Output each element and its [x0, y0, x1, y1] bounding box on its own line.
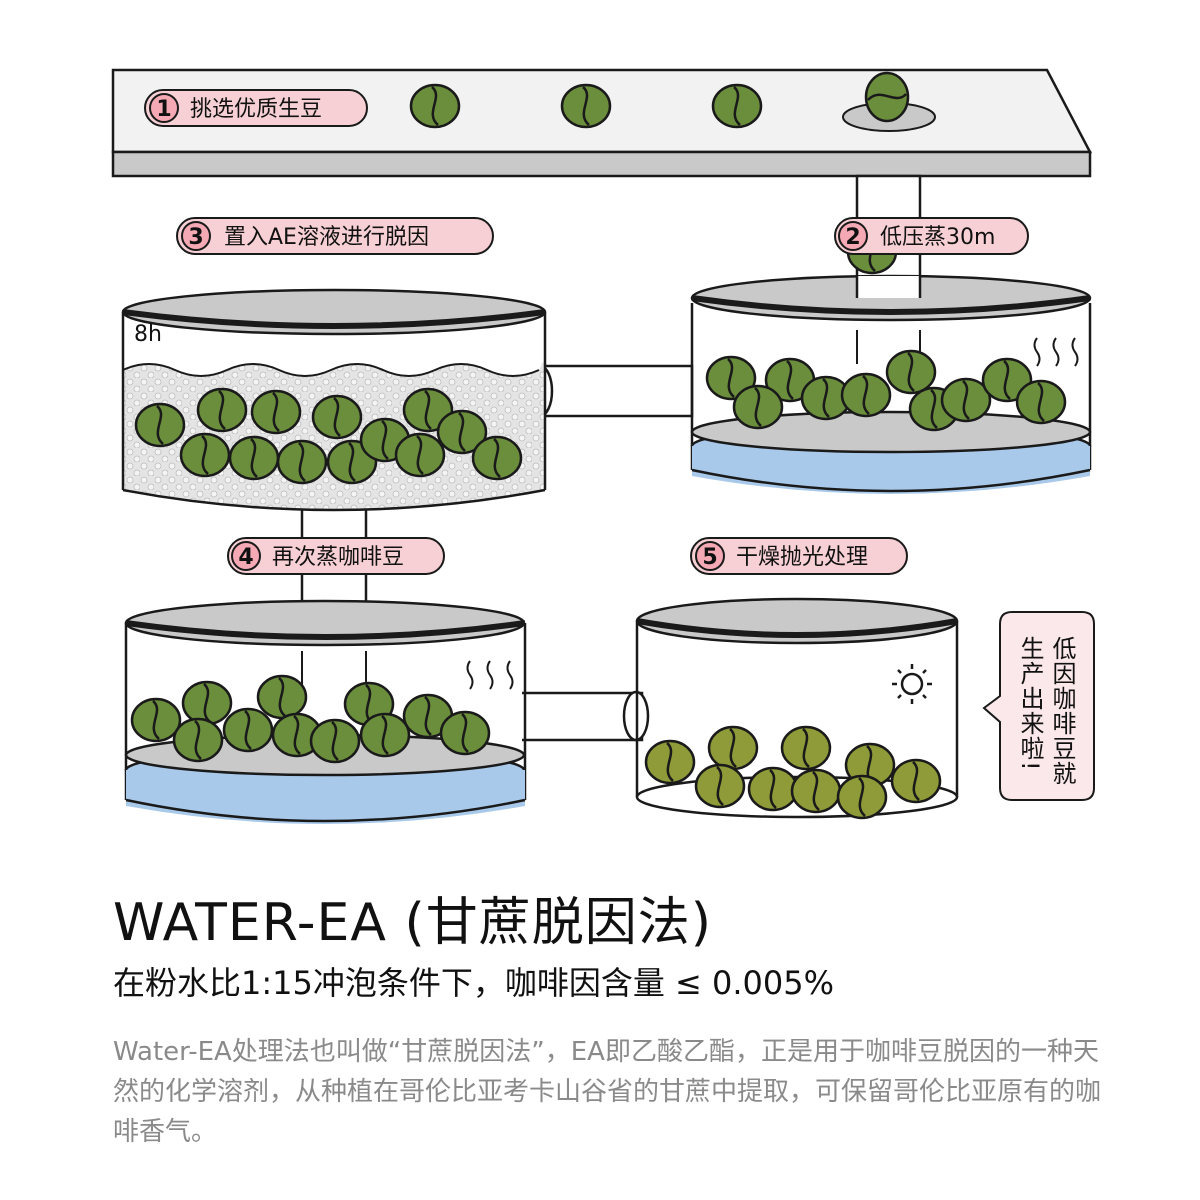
coffee-bean-icon — [864, 71, 910, 123]
step-label: 挑选优质生豆 — [190, 97, 322, 122]
step-number: 2 — [845, 225, 860, 250]
step-number: 5 — [702, 545, 717, 570]
coffee-bean-icon — [780, 725, 832, 771]
step-label: 置入AE溶液进行脱因 — [224, 225, 429, 250]
sun-icon — [892, 664, 932, 704]
coffee-bean-icon — [885, 349, 937, 395]
step-badge-2: 2 低压蒸30m — [834, 217, 1029, 255]
step-label: 低压蒸30m — [880, 225, 995, 250]
coffee-bean-icon — [471, 435, 523, 481]
steam-icon — [466, 660, 514, 690]
step-number: 1 — [156, 97, 171, 122]
step-badge-3: 3 置入AE溶液进行脱因 — [176, 217, 494, 255]
coffee-bean-icon — [644, 739, 696, 785]
step-badge-4: 4 再次蒸咖啡豆 — [227, 537, 445, 575]
coffee-bean-icon — [359, 712, 411, 758]
page-title: WATER-EA (甘蔗脱因法) — [113, 893, 713, 953]
coffee-bean-icon — [711, 83, 763, 129]
coffee-bean-icon — [707, 725, 759, 771]
coffee-bean-icon — [560, 83, 612, 129]
coffee-bean-icon — [309, 718, 361, 764]
steam-icon — [1033, 337, 1079, 367]
coffee-bean-icon — [228, 435, 280, 481]
coffee-bean-icon — [130, 697, 182, 743]
method-description: Water-EA处理法也叫做“甘蔗脱因法”，EA即乙酸乙酯，正是用于咖啡豆脱因的… — [113, 1037, 1102, 1147]
coffee-bean-icon — [840, 372, 892, 418]
coffee-bean-icon — [694, 763, 746, 809]
soak-duration-label: 8h — [134, 322, 162, 347]
step-badge-5: 5 干燥抛光处理 — [690, 537, 908, 575]
coffee-bean-icon — [196, 387, 248, 433]
coffee-bean-icon — [409, 83, 461, 129]
coffee-bean-icon — [134, 402, 186, 448]
pipe-resteam-to-dryer — [522, 690, 650, 742]
coffee-bean-icon — [250, 389, 302, 435]
coffee-bean-icon — [311, 394, 363, 440]
note-column-1: 低因咖啡豆就 — [1048, 636, 1076, 786]
coffee-bean-icon — [256, 674, 308, 720]
step-label: 干燥抛光处理 — [736, 545, 868, 570]
caffeine-content-subtitle: 在粉水比1:15冲泡条件下，咖啡因含量 ≤ 0.005% — [113, 964, 835, 1002]
coffee-bean-icon — [394, 432, 446, 478]
coffee-bean-icon — [439, 710, 491, 756]
step-badge-1: 1 挑选优质生豆 — [144, 89, 368, 127]
coffee-bean-icon — [732, 384, 784, 430]
step-label: 再次蒸咖啡豆 — [272, 545, 404, 570]
step-number: 4 — [238, 545, 253, 570]
step-number: 3 — [188, 225, 203, 250]
coffee-bean-icon — [836, 774, 888, 820]
coffee-bean-icon — [172, 717, 224, 763]
coffee-bean-icon — [276, 439, 328, 485]
coffee-bean-icon — [179, 432, 231, 478]
speech-bubble: 低因咖啡豆就 生产出来啦! — [982, 611, 1095, 801]
pipe-soak-to-steamer — [526, 364, 694, 418]
coffee-bean-icon — [222, 707, 274, 753]
coffee-bean-icon — [747, 766, 799, 812]
note-column-2: 生产出来啦! — [1016, 636, 1044, 772]
coffee-bean-icon — [790, 768, 842, 814]
coffee-bean-icon — [1015, 379, 1067, 425]
low-pressure-steamer — [690, 274, 1092, 494]
coffee-bean-icon — [181, 680, 233, 726]
coffee-bean-icon — [890, 758, 942, 804]
